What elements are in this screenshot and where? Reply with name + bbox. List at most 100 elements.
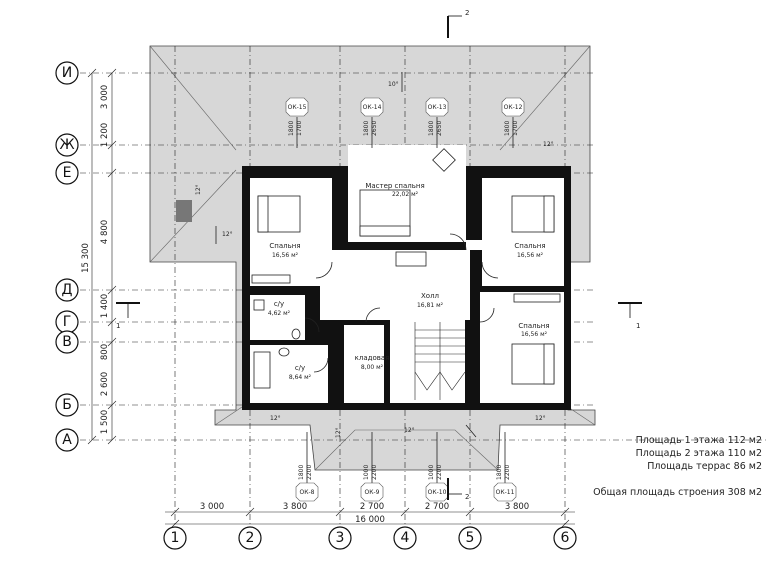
svg-text:1800: 1800 [363, 121, 370, 136]
tick-marks [87, 68, 117, 445]
svg-text:1800: 1800 [298, 465, 305, 480]
axis-bubble-row [55, 393, 79, 417]
svg-text:1700: 1700 [512, 121, 519, 136]
sink-1 [253, 299, 265, 311]
svg-text:ОК-10: ОК-10 [428, 489, 447, 496]
row-dim: 2 600 [100, 372, 110, 396]
svg-text:2650: 2650 [436, 121, 443, 136]
svg-text:2200: 2200 [371, 465, 378, 480]
slope-label: 12° [535, 415, 546, 422]
bed-master-foot [359, 225, 411, 237]
area-summary: Площадь 1 этажа 112 м2 Площадь 2 этажа 1… [593, 435, 762, 498]
row-dim: 4 800 [100, 220, 110, 244]
room-area-wc-2: 8,64 м² [289, 374, 312, 381]
window-tag: ОК-9 1000 2200 [360, 432, 384, 502]
slope-label: 10° [388, 81, 399, 88]
room-name-bedroom-right: Спальня [514, 242, 545, 250]
room-hall [320, 250, 470, 320]
slope-label: 12° [543, 141, 554, 148]
svg-text:А: А [62, 432, 72, 448]
window-tag: ОК-13 1800 2650 [425, 97, 449, 148]
roof-hip-nw [149, 45, 237, 151]
door-storage [365, 307, 381, 323]
col-dim: 3 800 [505, 502, 529, 512]
room-name-master: Мастер спальня [365, 182, 424, 190]
slope-label: 12° [404, 427, 415, 434]
sofa [395, 251, 427, 267]
bed-right-head [543, 195, 555, 233]
axis-bubble-col [238, 526, 262, 550]
staircase [414, 322, 466, 400]
slope-label: 12° [195, 184, 202, 195]
tick-marks [170, 507, 570, 529]
door-wc-1 [304, 317, 320, 333]
room-area-wc-1: 4,62 м² [268, 310, 291, 317]
svg-text:1: 1 [171, 530, 180, 546]
axis-bubble-row [55, 428, 79, 452]
axis-bubble-col [553, 526, 577, 550]
room-area-bedroom-se: 16,56 м² [521, 331, 548, 338]
svg-text:2200: 2200 [306, 465, 313, 480]
toilet-1 [291, 328, 301, 340]
hall-corner-east [466, 240, 482, 250]
area-floor-1: Площадь 1 этажа 112 м2 [636, 435, 762, 446]
svg-text:2200: 2200 [436, 465, 443, 480]
svg-text:ОК-15: ОК-15 [288, 104, 307, 111]
roof-hip-sw [149, 169, 237, 263]
area-terraces: Площадь террас 86 м2 [647, 461, 762, 472]
doors [304, 233, 499, 373]
svg-text:ОК-12: ОК-12 [504, 104, 523, 111]
svg-text:ОК-11: ОК-11 [496, 489, 515, 496]
bed-left-head [257, 195, 269, 233]
axis-bubble-row [55, 61, 79, 85]
svg-text:2: 2 [465, 493, 469, 501]
door-bedroom-left [315, 261, 333, 279]
door-wc-2 [313, 357, 329, 373]
axis-bubble-row [55, 330, 79, 354]
svg-text:5: 5 [466, 530, 475, 546]
column-dimensions: 3 000 3 800 2 700 2 700 3 800 16 000 [165, 502, 575, 529]
svg-text:Ж: Ж [59, 137, 74, 153]
room-name-hall: Холл [421, 292, 439, 300]
armchair [432, 148, 456, 172]
wardrobe-left [251, 274, 291, 284]
axis-bubble-row [55, 161, 79, 185]
svg-text:ОК-8: ОК-8 [300, 489, 315, 496]
section-mark-2-top: 2 [447, 9, 469, 38]
door-master [449, 233, 467, 251]
room-area-bedroom-right: 16,56 м² [517, 252, 544, 259]
axis-bubble-col [163, 526, 187, 550]
axis-bubble-col [328, 526, 352, 550]
door-bedroom-se [479, 307, 495, 323]
row-dim: 1 500 [100, 410, 110, 434]
column-axis-bubbles: 1 2 3 4 5 6 [163, 526, 577, 550]
window-tags-top: ОК-15 1800 1700 ОК-14 1800 2650 ОК-13 18… [285, 97, 525, 148]
section-mark-1-left: 1 [116, 302, 140, 330]
room-labels: Мастер спальня 22,02 м² Спальня 16,56 м²… [268, 182, 550, 381]
svg-text:3: 3 [336, 530, 345, 546]
svg-text:2: 2 [246, 530, 255, 546]
axis-bubble-row [55, 133, 79, 157]
slope-label: 12° [222, 231, 233, 238]
area-floor-2: Площадь 2 этажа 110 м2 [636, 448, 762, 459]
room-area-master: 22,02 м² [392, 191, 419, 198]
room-area-hall: 16,81 м² [417, 302, 444, 309]
row-total: 15 300 [81, 243, 91, 273]
area-total: Общая площадь строения 308 м2 [593, 487, 762, 498]
room-storage [344, 325, 384, 403]
roof-hip-ne [499, 45, 591, 151]
axis-bubble-col [458, 526, 482, 550]
row-dim: 1 200 [100, 123, 110, 147]
col-dim: 2 700 [425, 502, 449, 512]
window-tag: ОК-15 1800 1700 [285, 97, 309, 148]
row-dim: 1 400 [100, 294, 110, 318]
col-dim: 3 000 [200, 502, 224, 512]
room-name-bedroom-left: Спальня [269, 242, 300, 250]
svg-text:1800: 1800 [428, 121, 435, 136]
svg-text:Г: Г [63, 314, 72, 330]
window-tag: ОК-8 1800 2200 [295, 432, 319, 502]
window-tag: ОК-11 1800 2200 [493, 432, 517, 502]
svg-text:1000: 1000 [428, 465, 435, 480]
window-tag: ОК-14 1800 2650 [360, 97, 384, 148]
